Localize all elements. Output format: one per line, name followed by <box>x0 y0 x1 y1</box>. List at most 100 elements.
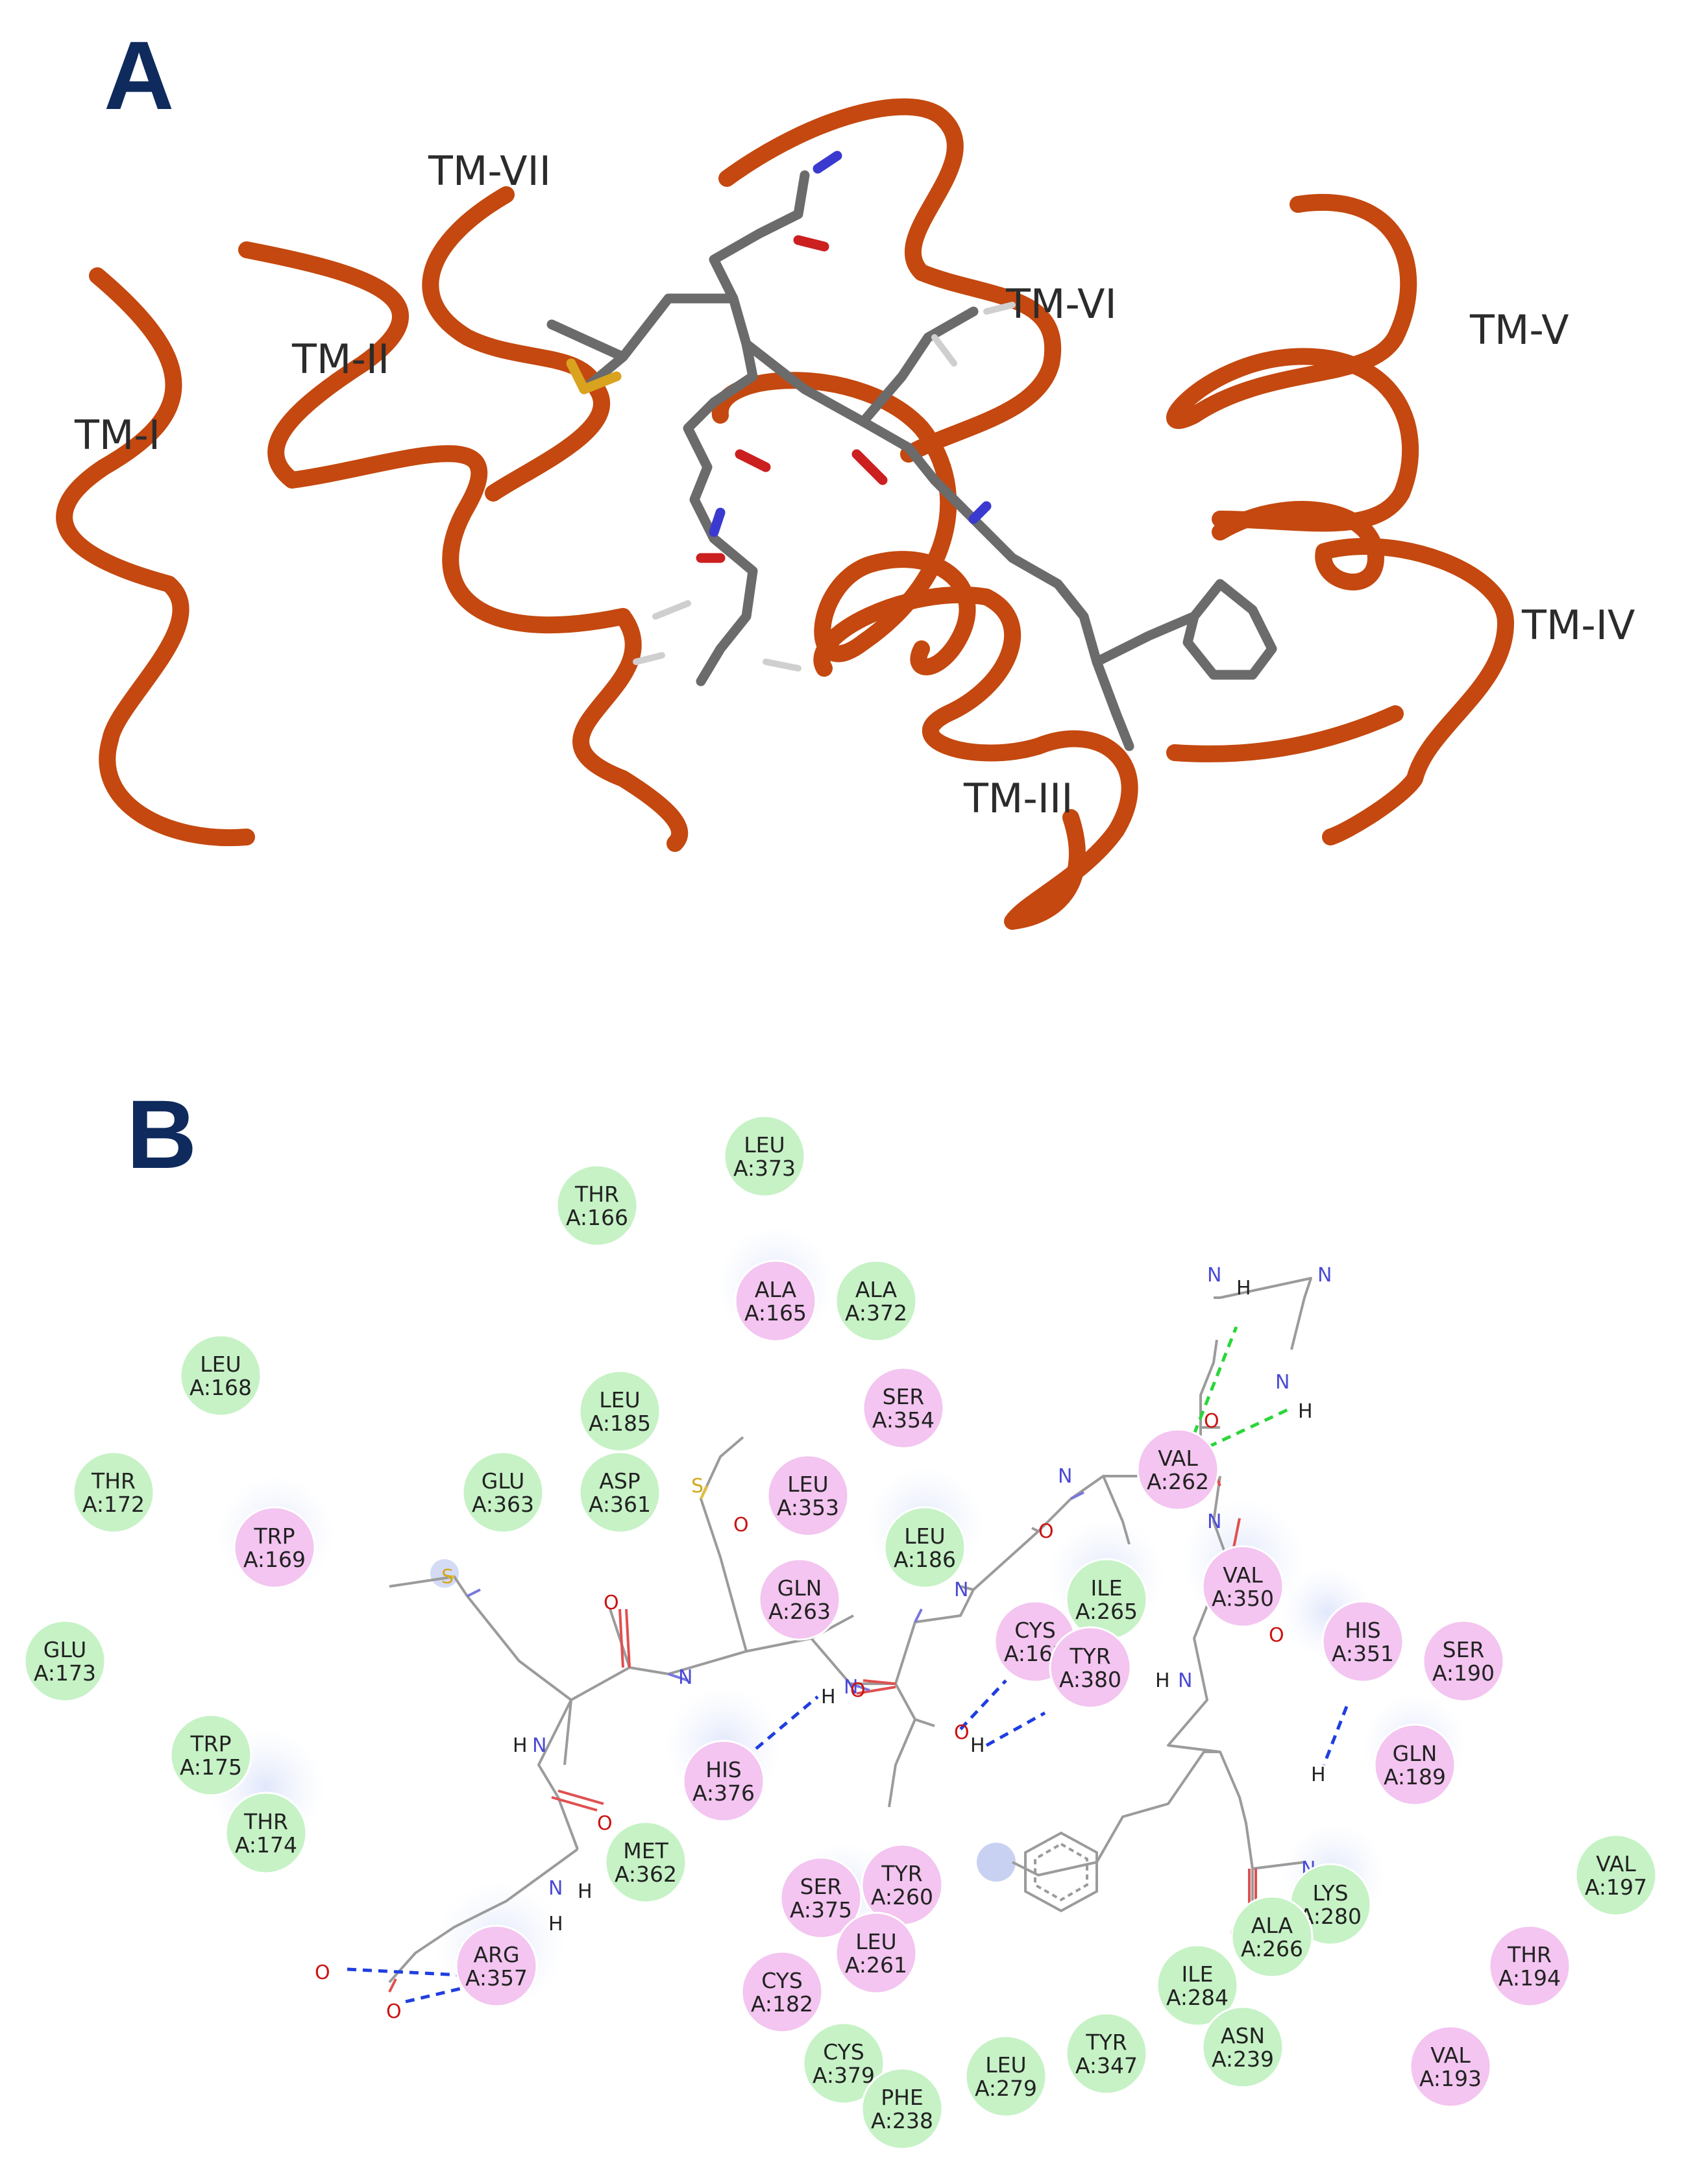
residue-name: ASN <box>1221 2023 1265 2048</box>
svg-text:S: S <box>441 1566 454 1588</box>
residue-disc <box>1201 2006 1284 2089</box>
svg-text:H: H <box>1311 1764 1326 1786</box>
residue-name: LEU <box>599 1387 640 1413</box>
residue-name: CYS <box>761 1968 803 1993</box>
hbond-arg357-b <box>405 1984 474 2004</box>
residue-number: A:168 <box>190 1375 252 1400</box>
residue-number: A:361 <box>589 1492 651 1517</box>
residue-name: TYR <box>881 1861 922 1886</box>
residue-disc <box>1488 1924 1571 2008</box>
residue-number: A:353 <box>777 1495 839 1520</box>
svg-text:H: H <box>578 1880 593 1903</box>
residue-name: MET <box>623 1838 668 1863</box>
residue-disc <box>862 1366 945 1450</box>
residue-name: LEU <box>985 2052 1026 2078</box>
residue-name: CYS <box>823 2039 864 2065</box>
svg-text:H: H <box>548 1913 563 1935</box>
residue-disc <box>169 1714 252 1797</box>
residue-number: A:173 <box>34 1660 96 1686</box>
svg-text:O: O <box>386 2000 402 2023</box>
residue-name: VAL <box>1158 1446 1198 1471</box>
heteroatom-bonds <box>388 1446 1257 1993</box>
residue-name: LEU <box>855 1929 896 1954</box>
residue-number: A:182 <box>751 1991 813 2017</box>
ligand-sticks <box>546 151 1277 751</box>
residue-number: A:279 <box>975 2076 1037 2101</box>
svg-text:H: H <box>970 1734 985 1757</box>
residue-name: ILE <box>1182 1961 1214 1987</box>
svg-text:N: N <box>1207 1264 1221 1287</box>
residue-name: SER <box>883 1384 925 1409</box>
residue-name: HIS <box>1345 1618 1381 1643</box>
residue-name: TRP <box>254 1523 295 1549</box>
residue-name: ARG <box>473 1942 519 1967</box>
residue-number: A:165 <box>744 1300 807 1326</box>
residue-name: ALA <box>755 1277 797 1302</box>
svg-text:H: H <box>821 1686 836 1708</box>
residue-name: TYR <box>1069 1644 1110 1669</box>
svg-text:N: N <box>532 1734 546 1757</box>
residue-number: A:261 <box>845 1952 907 1978</box>
svg-text:O: O <box>954 1721 970 1744</box>
residue-name: LEU <box>904 1523 945 1549</box>
residue-number: A:239 <box>1212 2046 1274 2072</box>
panel-b-letter: B <box>127 1080 197 1189</box>
residue-number: A:351 <box>1332 1641 1394 1666</box>
svg-text:H: H <box>1298 1400 1313 1423</box>
panel-b: B <box>23 1080 1657 2150</box>
residue-name: ASP <box>599 1468 640 1494</box>
residue-disc <box>233 1506 316 1589</box>
residue-disc <box>179 1334 262 1417</box>
residue-disc <box>23 1620 106 1703</box>
residue-name: THR <box>91 1468 136 1494</box>
residue-number: A:174 <box>235 1832 297 1858</box>
residue-number: A:362 <box>615 1862 677 1887</box>
residue-name: THR <box>1507 1942 1552 1967</box>
residue-name: VAL <box>1596 1851 1636 1876</box>
residue-name: CYS <box>1014 1618 1056 1643</box>
panel-a: A <box>56 21 1635 930</box>
residue-number: A:266 <box>1241 1936 1303 1961</box>
residue-disc <box>1049 1626 1132 1709</box>
residue-number: A:189 <box>1384 1764 1446 1790</box>
tm-label-iii: TM-III <box>963 775 1073 822</box>
svg-text:O: O <box>1038 1520 1054 1543</box>
residue-number: A:347 <box>1075 2053 1138 2078</box>
tm-label-ii: TM-II <box>291 335 389 383</box>
residue-disc <box>461 1451 544 1534</box>
tm-label-v: TM-V <box>1469 306 1569 354</box>
residue-name: THR <box>574 1182 619 1207</box>
svg-text:O: O <box>1269 1624 1284 1647</box>
helix-tm-vii <box>422 186 610 502</box>
residue-disc <box>1230 1895 1314 1978</box>
chbond-a <box>1192 1326 1238 1435</box>
residue-name: VAL <box>1223 1562 1263 1588</box>
svg-text:O: O <box>850 1679 866 1702</box>
protein-ribbons <box>56 98 1514 930</box>
residue-disc <box>225 1791 308 1875</box>
svg-text:N: N <box>844 1676 858 1699</box>
residue-disc <box>740 1950 824 2033</box>
helix-tm-ii <box>238 241 689 852</box>
residue-name: HIS <box>705 1757 742 1782</box>
residue-disc <box>1409 2025 1492 2108</box>
residue-number: A:175 <box>180 1754 242 1780</box>
panel-a-letter: A <box>104 21 174 130</box>
